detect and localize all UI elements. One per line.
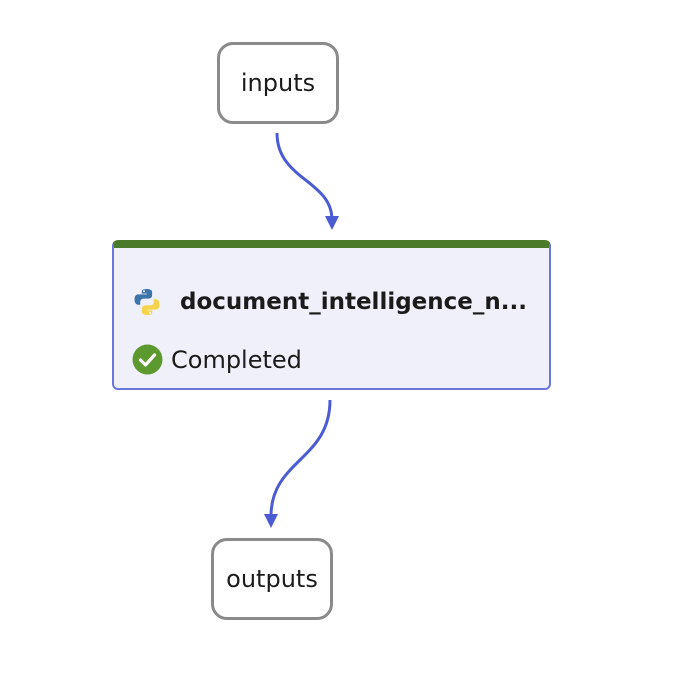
check-circle-icon (132, 344, 163, 375)
task-node-status: Completed (132, 344, 302, 375)
edge-task-to-outputs (269, 399, 332, 517)
inputs-node-label: inputs (240, 69, 316, 97)
outputs-node[interactable]: outputs (211, 538, 333, 620)
python-icon (134, 289, 160, 315)
task-node-name: document_intelligence_n... (180, 289, 527, 315)
outputs-node-label: outputs (226, 565, 318, 593)
inputs-node[interactable]: inputs (217, 42, 339, 124)
edge-inputs-to-task-arrowhead (325, 216, 339, 230)
task-node-document-intelligence[interactable]: document_intelligence_n... Completed (112, 240, 551, 390)
edge-inputs-to-task (275, 132, 334, 221)
task-node-header: document_intelligence_n... (132, 282, 531, 322)
task-status-label: Completed (171, 345, 302, 374)
edge-task-to-outputs-arrowhead (264, 514, 278, 528)
